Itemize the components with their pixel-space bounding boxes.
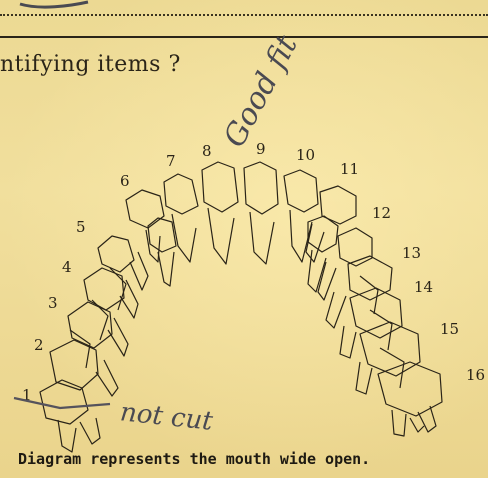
tooth-incisor-3: [244, 162, 278, 264]
tooth-incisor-4: [284, 170, 318, 262]
tooth-number-16: 16: [466, 366, 485, 384]
tooth-number-12: 12: [372, 204, 391, 222]
tooth-incisor-2: [202, 162, 238, 264]
tooth-number-13: 13: [402, 244, 421, 262]
tooth-left-15: [50, 340, 118, 396]
tooth-number-9: 9: [256, 140, 266, 158]
tooth-number-11: 11: [340, 160, 359, 178]
tooth-number-6: 6: [120, 172, 130, 190]
tooth-right-17: [378, 362, 442, 436]
tooth-number-10: 10: [296, 146, 315, 164]
tooth-right-11: [306, 186, 356, 262]
tooth-right-12: [308, 216, 338, 292]
tooth-number-14: 14: [414, 278, 433, 296]
diagram-caption: Diagram represents the mouth wide open.: [18, 450, 370, 468]
tooth-right-16: [356, 322, 420, 394]
tooth-left-16: [40, 380, 100, 452]
tooth-number-4: 4: [62, 258, 72, 276]
tooth-number-8: 8: [202, 142, 212, 160]
tooth-left-14: [68, 302, 128, 356]
tooth-left-13: [84, 268, 138, 318]
tooth-number-7: 7: [166, 152, 176, 170]
tooth-right-13: [318, 228, 372, 300]
tooth-left-10: [148, 218, 176, 286]
pencil-scribble-top: [20, 2, 88, 7]
tooth-number-3: 3: [48, 294, 58, 312]
tooth-number-5: 5: [76, 218, 86, 236]
tooth-number-2: 2: [34, 336, 44, 354]
tooth-number-15: 15: [440, 320, 459, 338]
